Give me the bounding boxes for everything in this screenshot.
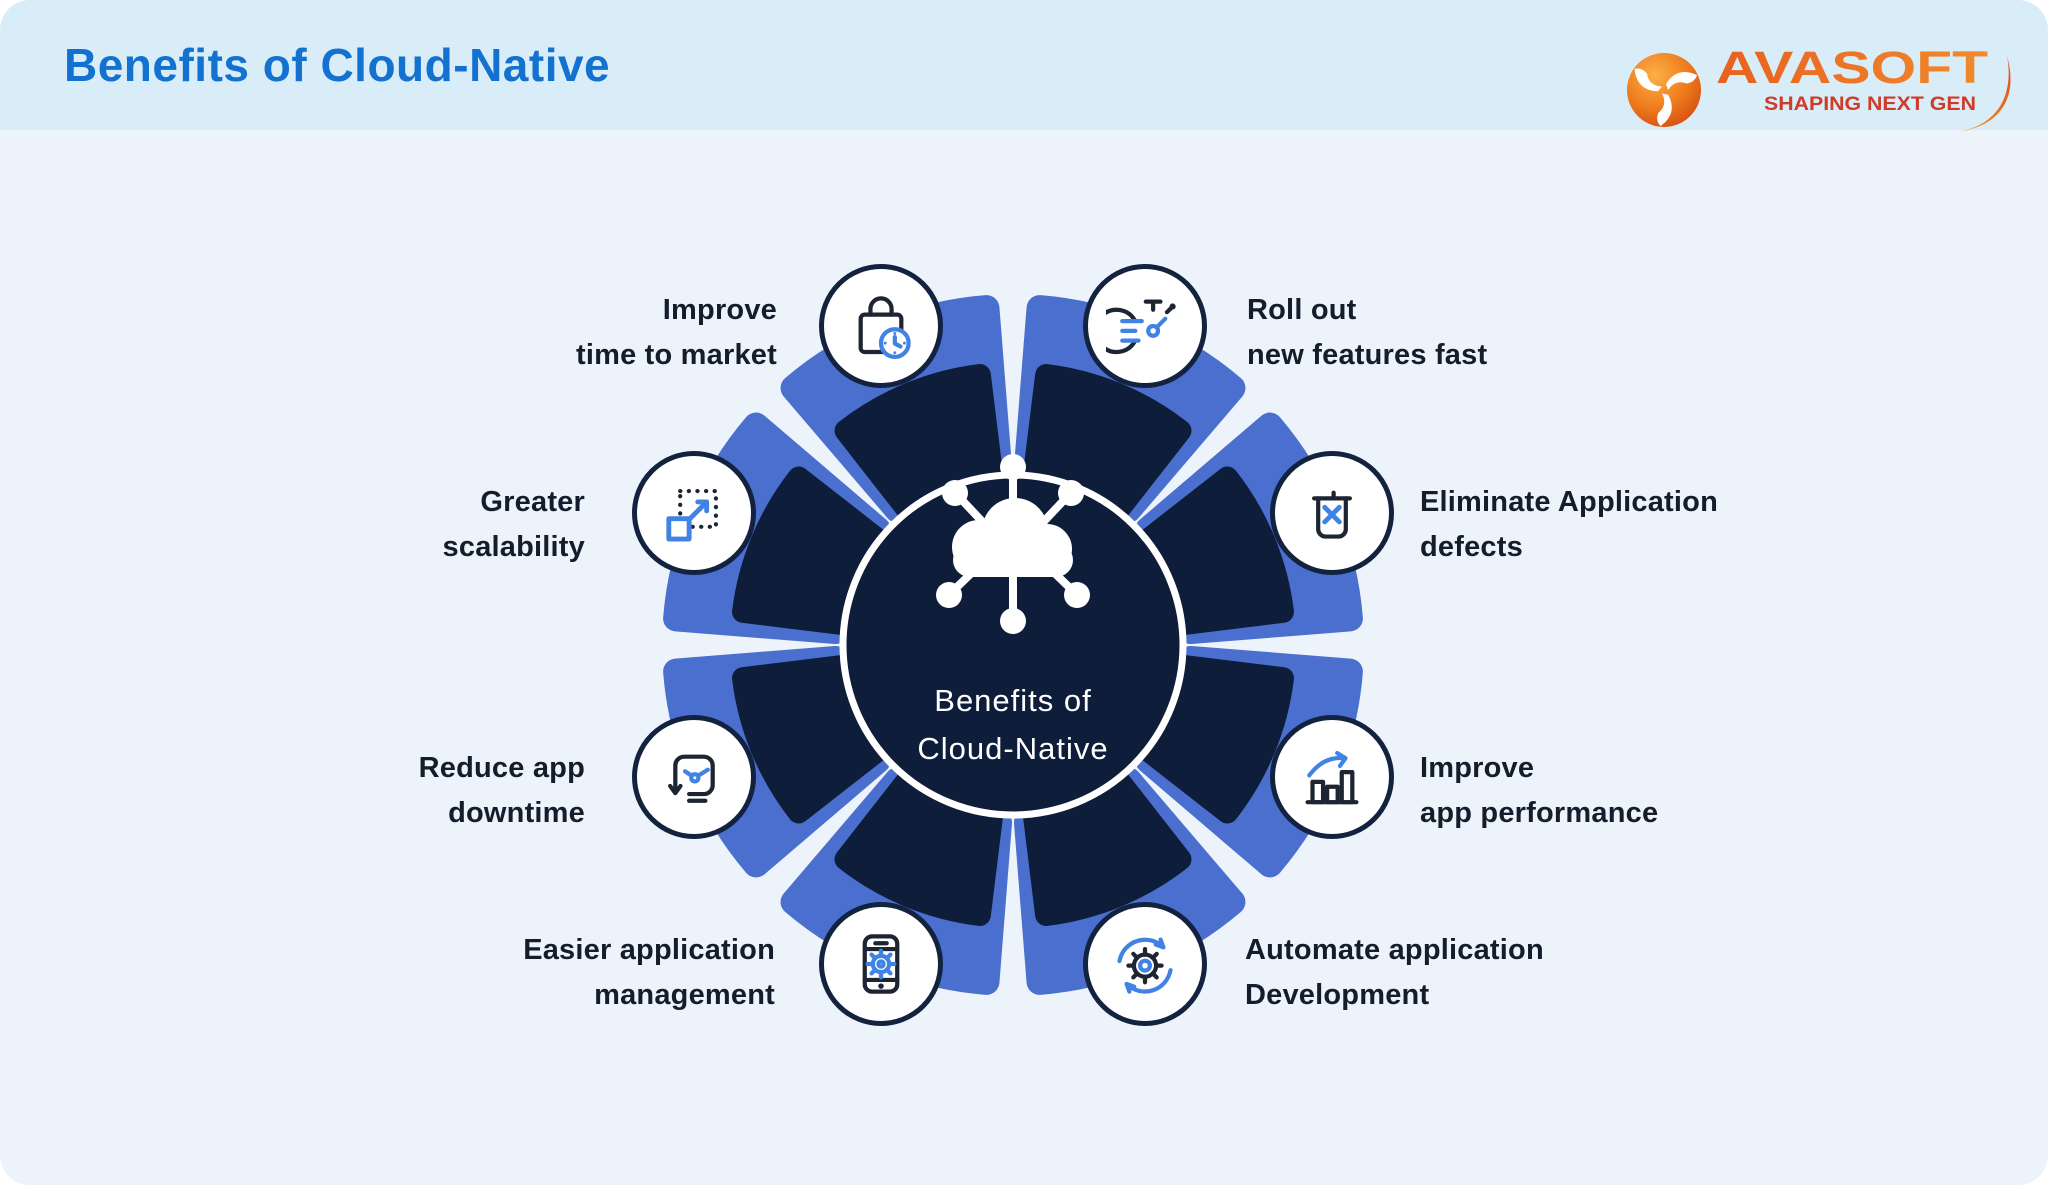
icon-circle-roll-out-new-features-fast bbox=[1083, 264, 1207, 388]
label-line: Automate application bbox=[1245, 934, 1544, 966]
loop-clock-icon bbox=[668, 754, 715, 803]
icon-circle-easier-application-management bbox=[819, 902, 943, 1026]
label-roll-out-new-features-fast: Roll out new features fast bbox=[1247, 288, 1487, 378]
label-improve-app-performance: Improve app performance bbox=[1420, 746, 1658, 836]
label-line: Improve bbox=[662, 294, 777, 326]
label-easier-application-management: Easier application management bbox=[523, 928, 775, 1018]
label-line: app performance bbox=[1420, 797, 1659, 829]
cloud-network-icon bbox=[936, 454, 1090, 634]
label-line: new features fast bbox=[1247, 339, 1488, 371]
icon-circle-automate-application-development bbox=[1083, 902, 1207, 1026]
label-line: defects bbox=[1420, 531, 1523, 563]
label-eliminate-application-defects: Eliminate Application defects bbox=[1420, 480, 1718, 570]
logo-swoosh bbox=[1956, 56, 2011, 132]
phone-gear-icon bbox=[862, 934, 900, 994]
label-greater-scalability: Greater scalability bbox=[443, 480, 585, 570]
center-label-line1: Benefits of bbox=[934, 683, 1091, 718]
brand-logo: AVASOFT SHAPING NEXT GEN bbox=[1627, 42, 2011, 132]
trash-x-icon bbox=[1312, 490, 1352, 539]
icon-circle-reduce-app-downtime bbox=[632, 715, 756, 839]
center-label-line2: Cloud-Native bbox=[917, 731, 1108, 766]
icon-circle-improve-time-to-market bbox=[819, 264, 943, 388]
label-line: Greater bbox=[480, 486, 585, 518]
label-line: downtime bbox=[448, 797, 585, 829]
gear-sync-icon bbox=[1117, 937, 1173, 994]
stopwatch-icon bbox=[1106, 299, 1176, 355]
label-line: Reduce app bbox=[418, 752, 585, 784]
scale-up-icon bbox=[666, 488, 719, 542]
brand-name: AVASOFT bbox=[1716, 42, 1988, 93]
icon-circle-improve-app-performance bbox=[1270, 715, 1394, 839]
label-line: management bbox=[594, 979, 775, 1011]
label-line: Eliminate Application bbox=[1420, 486, 1718, 518]
label-line: time to market bbox=[575, 339, 777, 371]
label-line: Roll out bbox=[1247, 294, 1357, 326]
label-line: Easier application bbox=[523, 934, 775, 966]
header-band bbox=[0, 0, 2048, 130]
icon-circle-eliminate-application-defects bbox=[1270, 451, 1394, 575]
label-reduce-app-downtime: Reduce app downtime bbox=[419, 746, 585, 836]
icon-circle-greater-scalability bbox=[632, 451, 756, 575]
logo-sphere-icon bbox=[1627, 53, 1701, 128]
label-line: Development bbox=[1245, 979, 1430, 1011]
page-title: Benefits of Cloud-Native bbox=[64, 39, 611, 91]
chart-growth-icon bbox=[1305, 751, 1359, 805]
label-improve-time-to-market: Improve time to market bbox=[576, 288, 777, 378]
label-line: Improve bbox=[1420, 752, 1535, 784]
label-line: scalability bbox=[442, 531, 585, 563]
bag-clock-icon bbox=[858, 296, 911, 359]
label-automate-application-development: Automate application Development bbox=[1245, 928, 1544, 1018]
brand-tagline: SHAPING NEXT GEN bbox=[1764, 94, 1976, 115]
